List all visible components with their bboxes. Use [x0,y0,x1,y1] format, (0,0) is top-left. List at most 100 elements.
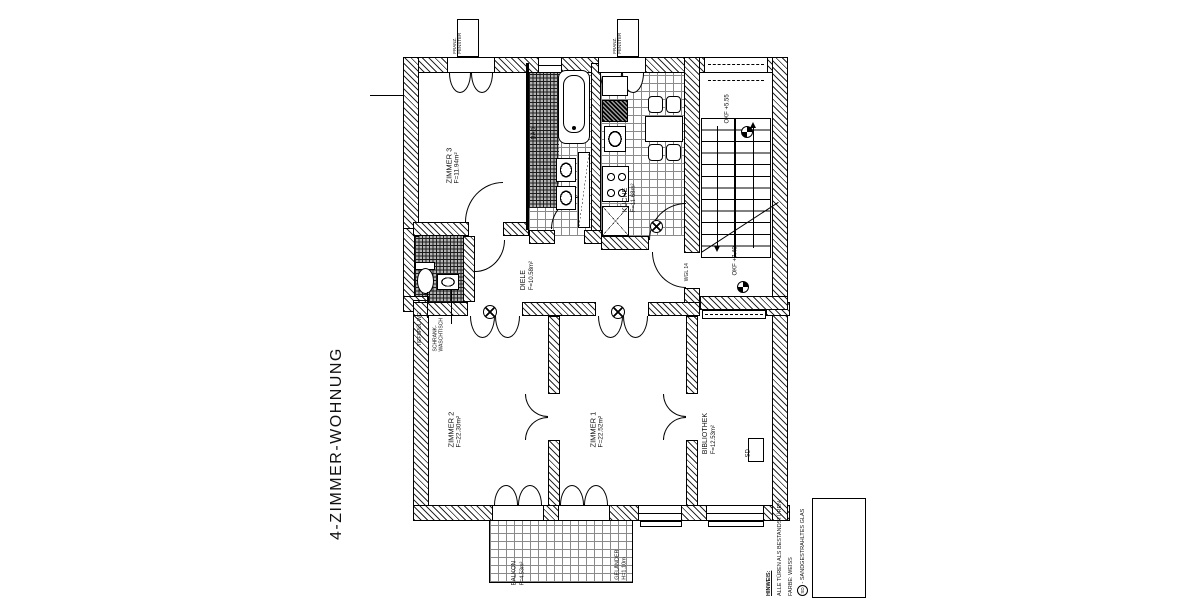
window-zimmer1 [638,505,682,521]
legend-heading: HINWEIS: [766,570,772,596]
kitchen-appliance [602,100,628,122]
wall-zimmer3-bottom-a [413,222,469,236]
sd-glass-icon: SD [797,585,808,596]
window-zimmer2-leaf [494,485,518,505]
kitchen-chair [666,144,681,161]
door-zimmer1-leaf [598,316,623,338]
bath-cabinet [578,152,590,228]
wall-bath-bottom-b [584,230,602,244]
window-tag-label: FRANZ.FENSTER [612,32,623,54]
wall-left-lower [413,300,429,521]
window-stairwell-dash [708,64,764,65]
wall-diele-bottom-a [413,302,468,316]
window-tag [457,19,479,57]
window-bibliothek [706,505,764,521]
door-zimmer2-leaf [495,316,520,338]
legend-content: HINWEIS: ALLE TÜREN ALS BESTANDSTÜREN, F… [764,499,814,596]
window-kitchen [598,57,646,73]
label-leader-line [451,290,452,324]
wall-z1-bib-upper [686,316,698,394]
bath-dark-tiles [529,63,559,208]
door-marker-icon [611,305,625,319]
door-marker-icon [650,220,663,233]
stair-guide-right [753,128,754,248]
wc-sink [437,274,459,290]
toilet [417,268,434,294]
level-marker-icon [741,126,753,138]
wall-z2-z1-upper [548,316,560,394]
wall-z2-z1-lower [548,440,560,506]
window-zimmer2 [492,505,544,521]
balcony-door-leaf [560,485,584,505]
window-zimmer2-leaf [518,485,542,505]
door-zimmer2-leaf [470,316,495,338]
wall-zimmer3-bath [526,63,529,230]
door-z1-bib-leaf [663,394,686,417]
kitchen-counter [602,76,628,96]
wall-bath-bottom-a [529,230,555,244]
wall-stair-bottom [700,296,788,310]
wall-bath-kitchen [591,63,601,240]
bath-sink [556,186,576,210]
annotation-tiefspuel-wc: TIEFSPÜL-WC [416,312,423,347]
room-label-bad: BAD [531,127,538,140]
annotation-okf-upper: OKF +5.55 [724,94,731,124]
annotation-schrank-waschtisch: SCHRANK-WASCHTISCH [432,318,445,352]
balcony-door-leaf [584,485,608,505]
legend-line2: FARBE: WEISS [788,557,794,596]
door-z2-z1-leaf [525,394,548,417]
bath-sink [556,158,576,182]
wall-kitchen-bottom [601,236,649,250]
stair-landing-dash [708,80,764,81]
kitchen-table [645,116,683,142]
annotation-okf-lower: OKF +7.40 [732,246,739,276]
window-zimmer3-leaf [471,73,493,93]
wall-z1-bib-lower [686,440,698,506]
window-stairwell [704,57,768,73]
sd-marker-label: SD [745,449,752,458]
kitchen-chair [648,96,663,113]
balcony-floor [489,521,633,583]
door-z2-z1-leaf [525,417,548,440]
window-tag-label: FRANZ.FENSTER [452,32,463,54]
kitchen-chair [666,96,681,113]
annotation-wgl: WGL 14 [683,263,690,282]
door-zimmer1-leaf [623,316,648,338]
window-bibliothek-sill [708,521,764,527]
wall-wc-left [403,228,415,304]
wall-diele-bottom-c [648,302,700,316]
stair-guide-left [717,126,718,246]
reference-line [370,95,403,96]
legend-line3: SD - SANDGESTRAHLTES GLAS [797,500,809,596]
door-wc-swing [475,240,505,272]
plan-title: 4-ZIMMER-WOHNUNG [328,347,345,540]
kitchen-stove [602,166,629,202]
window-tag [617,19,639,57]
legend-box [812,498,866,598]
door-zimmer3-swing [465,182,503,222]
sliding-door-dash [705,314,763,315]
stair-arrow-up [750,122,756,128]
kitchen-sink [604,126,626,152]
wall-diele-bottom-b [522,302,596,316]
window-zimmer3 [447,57,495,73]
door-z1-bib-leaf [663,417,686,440]
stair-divider [734,118,736,258]
stair-treads [701,118,771,258]
stair-arrow-down [714,246,720,252]
legend-line1: ALLE TÜREN ALS BESTANDSTÜREN, [777,499,783,596]
sd-marker-box [748,438,764,462]
bathtub-inner [563,75,585,133]
balcony-door [558,505,610,521]
wall-left-upper [403,57,419,237]
window-zimmer1-sill [640,521,682,527]
bathtub-drain [572,126,576,130]
